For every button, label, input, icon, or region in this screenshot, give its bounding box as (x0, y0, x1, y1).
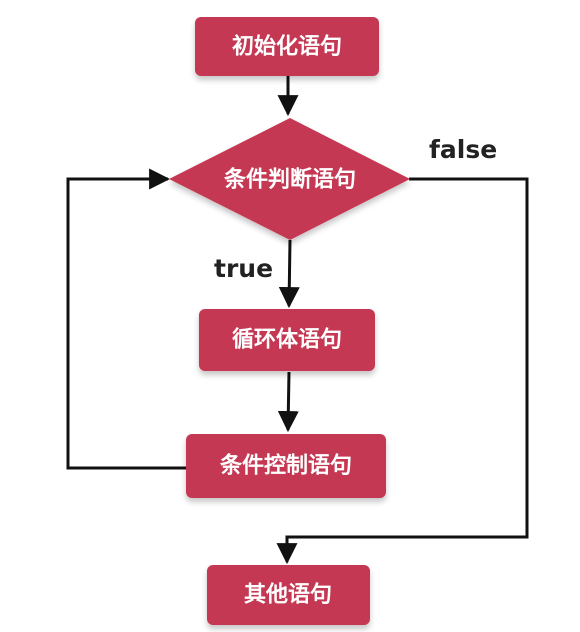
false-label: false (429, 135, 497, 164)
node-condition: 条件判断语句 (169, 118, 410, 240)
arrow-condition-to-body (278, 239, 300, 309)
node-body: 循环体语句 (199, 309, 375, 371)
node-init: 初始化语句 (195, 17, 379, 76)
true-label: true (214, 254, 273, 283)
node-body-label: 循环体语句 (232, 327, 342, 353)
node-condition-label: 条件判断语句 (223, 167, 356, 193)
node-control: 条件控制语句 (186, 434, 386, 498)
node-other-label: 其他语句 (244, 582, 332, 608)
false-branch-arrow (276, 177, 529, 565)
arrow-body-to-control (277, 371, 299, 433)
connectors (66, 76, 529, 565)
node-control-label: 条件控制语句 (219, 453, 352, 479)
node-init-label: 初始化语句 (232, 34, 342, 60)
node-other: 其他语句 (207, 565, 370, 625)
loop-back-arrow (66, 168, 186, 470)
